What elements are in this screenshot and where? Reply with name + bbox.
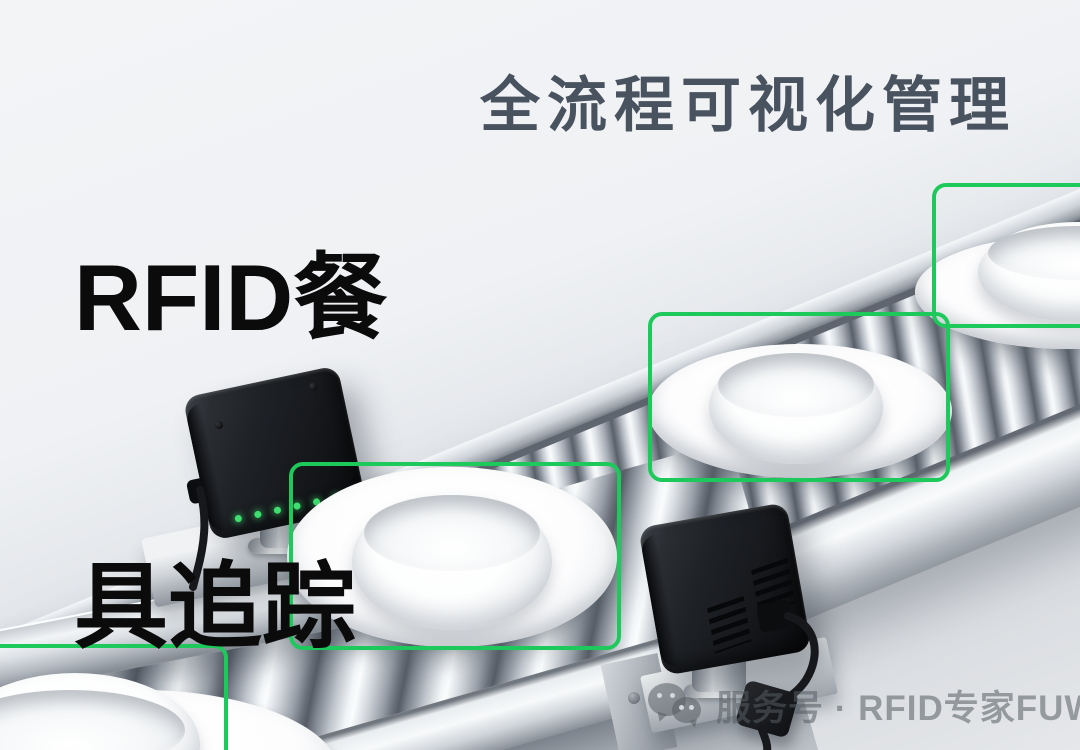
headline-line-2: 具追踪: [74, 554, 357, 659]
rfid-reader-right-body: [638, 502, 812, 676]
headline-line-1: RFID餐: [74, 245, 388, 350]
headline: RFID餐 具追踪 解决方案: [74, 40, 450, 750]
reader-right-cable-port: [755, 599, 795, 633]
vent-grille-icon: [707, 595, 752, 654]
bowl-interior: [718, 353, 874, 417]
subtitle: 全流程可视化管理: [480, 72, 1016, 139]
watermark: 服务号 · RFID专家FUWIT: [648, 680, 1080, 731]
watermark-text: 服务号 · RFID专家FUWIT: [716, 689, 1080, 728]
wechat-icon: [648, 681, 706, 731]
bowl-interior: [364, 495, 540, 571]
bolt-icon: [628, 692, 640, 704]
